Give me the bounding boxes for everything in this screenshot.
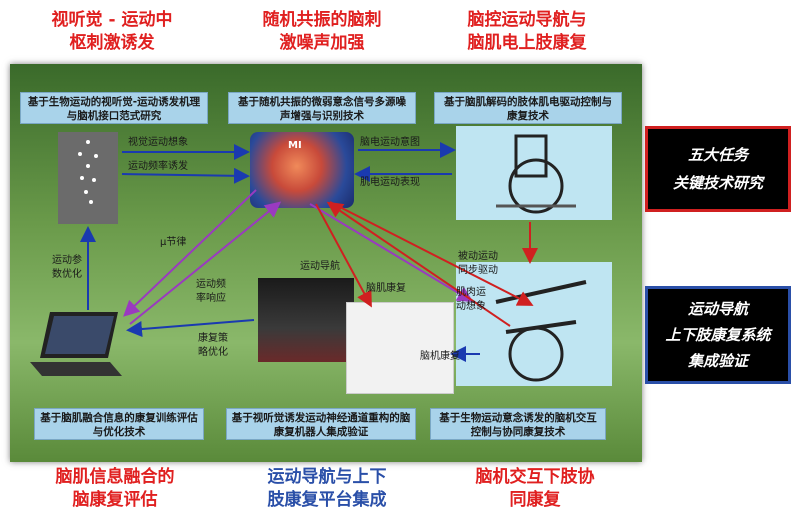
caption-top-mid: 随机共振的脑刺 激噪声加强 — [232, 9, 412, 55]
caption-bottom-right: 脑机交互下肢协 同康复 — [440, 466, 630, 512]
stimulus-screen-image — [58, 132, 118, 224]
caption-bottom-mid: 运动导航与上下 肢康复平台集成 — [232, 466, 422, 512]
caption-bottom-mid-line2: 肢康复平台集成 — [267, 490, 387, 510]
caption-bottom-left-line2: 脑康复评估 — [72, 490, 158, 510]
caption-top-right: 脑控运动导航与 脑肌电上肢康复 — [437, 9, 617, 55]
box-bottom-left: 基于脑肌融合信息的康复训练评估与优化技术 — [34, 408, 204, 440]
box-bottom-mid: 基于视听觉诱发运动神经通道重构的脑康复机器人集成验证 — [226, 408, 416, 440]
label-emg-perf: 肌电运动表现 — [360, 177, 420, 188]
label-motion-param-1: 运动参 — [52, 255, 82, 266]
box-top-mid: 基于随机共振的微弱意念信号多源噪声增强与识别技术 — [228, 92, 416, 124]
lower-limb-device-image — [456, 262, 612, 386]
label-eeg-intent: 脑电运动意图 — [360, 137, 420, 148]
label-rehab-strat-1: 康复策 — [198, 333, 228, 344]
label-freq-resp-1: 运动频 — [196, 279, 226, 290]
label-brain-rehab: 脑机康复 — [420, 351, 460, 362]
box-top-left: 基于生物运动的视听觉-运动诱发机理与脑机接口范式研究 — [20, 92, 208, 124]
label-muscle-2: 动想象 — [456, 301, 486, 312]
caption-top-right-line1: 脑控运动导航与 — [467, 10, 587, 30]
caption-top-mid-line1: 随机共振的脑刺 — [262, 10, 382, 30]
box-bottom-right: 基于生物运动意念诱发的脑机交互控制与协同康复技术 — [430, 408, 606, 440]
laptop-icon — [28, 310, 124, 380]
label-motion-freq: 运动频率诱发 — [128, 161, 188, 172]
caption-bottom-left-line1: 脑肌信息融合的 — [55, 467, 175, 487]
mi-label: MI — [288, 140, 302, 151]
brain-image: MI — [250, 132, 354, 208]
side-box-tasks-line2: 关键技术研究 — [672, 174, 763, 192]
stimulus-dots-icon — [78, 140, 98, 204]
demo-stage-image — [258, 278, 354, 362]
side-box-integration-line1: 运动导航 — [687, 300, 748, 318]
upper-limb-device-image — [456, 126, 612, 220]
rehab-robot-image — [346, 302, 454, 394]
caption-bottom-mid-line1: 运动导航与上下 — [267, 467, 387, 487]
arrows-layer — [80, 142, 538, 362]
label-brain-muscle-rehab: 脑肌康复 — [366, 283, 406, 294]
side-box-integration: 运动导航 上下肢康复系统 集成验证 — [645, 286, 791, 384]
caption-top-left-line1: 视听觉 - 运动中 — [51, 10, 173, 30]
side-box-tasks-line1: 五大任务 — [687, 146, 748, 164]
label-rehab-strat-2: 略优化 — [198, 347, 228, 358]
caption-top-right-line2: 脑肌电上肢康复 — [467, 33, 587, 53]
label-freq-resp-2: 率响应 — [196, 293, 226, 304]
side-box-integration-line2: 上下肢康复系统 — [665, 326, 771, 344]
diagram-panel: 基于生物运动的视听觉-运动诱发机理与脑机接口范式研究 基于随机共振的微弱意念信号… — [10, 64, 642, 462]
caption-bottom-right-line2: 同康复 — [509, 490, 561, 510]
label-muscle-1: 肌肉运 — [456, 287, 486, 298]
label-motion-nav: 运动导航 — [300, 261, 340, 272]
reclining-wheelchair-icon — [495, 280, 587, 382]
box-top-right: 基于脑肌解码的肢体肌电驱动控制与康复技术 — [434, 92, 622, 124]
label-visual-motion: 视觉运动想象 — [128, 137, 188, 148]
wheelchair-icon — [496, 134, 576, 214]
label-mu-rhythm: μ节律 — [160, 237, 187, 248]
caption-top-mid-line2: 激噪声加强 — [279, 33, 365, 53]
label-passive-1: 被动运动 — [458, 251, 498, 262]
caption-bottom-left: 脑肌信息融合的 脑康复评估 — [20, 466, 210, 512]
side-box-tasks: 五大任务 关键技术研究 — [645, 126, 791, 212]
label-motion-param-2: 数优化 — [52, 269, 82, 280]
label-passive-2: 同步驱动 — [458, 265, 498, 276]
caption-top-left: 视听觉 - 运动中 枢刺激诱发 — [22, 9, 202, 55]
caption-bottom-right-line1: 脑机交互下肢协 — [475, 467, 595, 487]
side-box-integration-line3: 集成验证 — [687, 352, 748, 370]
caption-top-left-line2: 枢刺激诱发 — [69, 33, 155, 53]
